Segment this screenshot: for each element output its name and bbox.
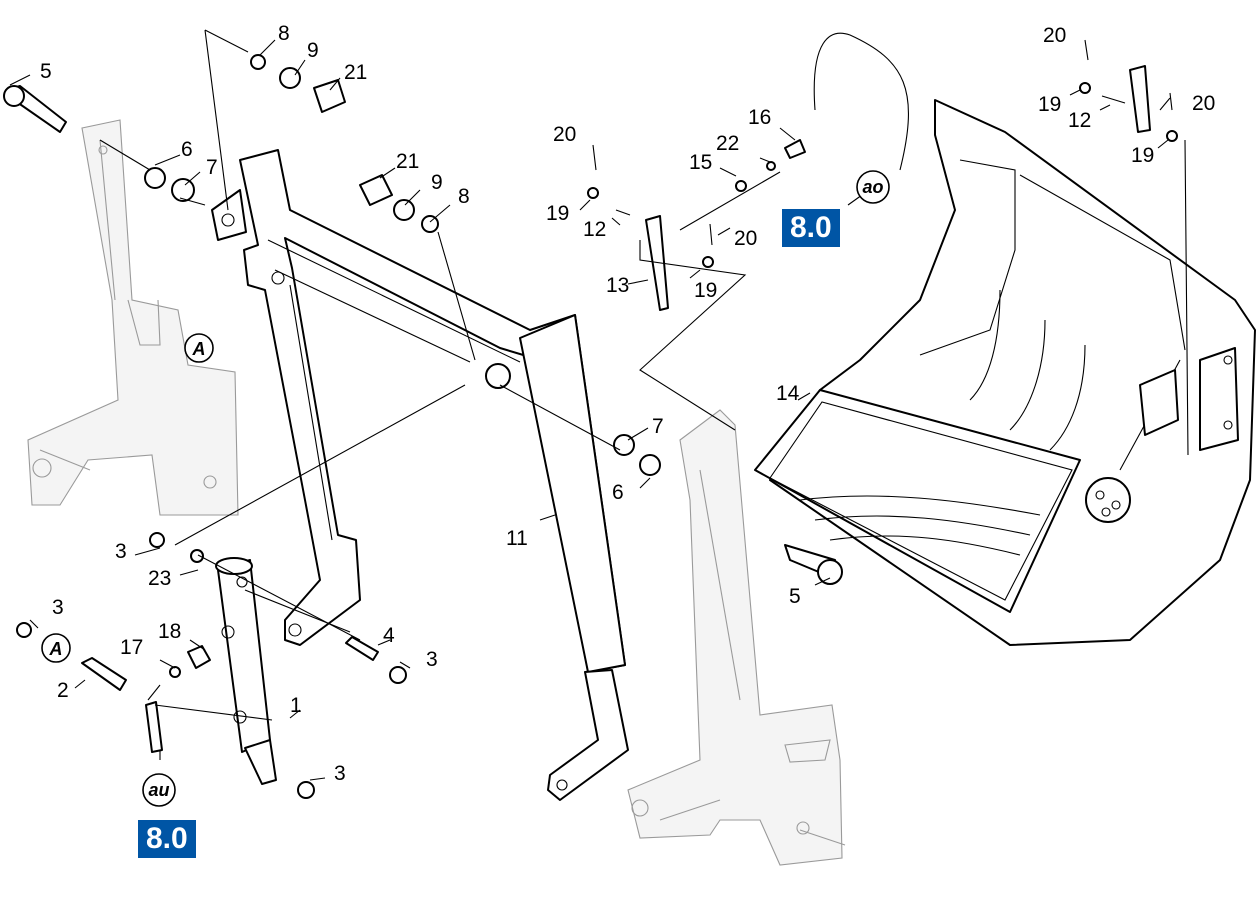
callout-labels: 1 2 3 3 3 3 4 5 5 6 6 7 7 8 8 9 9 11 12 … — [40, 22, 1215, 785]
lift-arm-frame — [211, 149, 629, 801]
circled-marker-ao: ao — [856, 170, 890, 204]
callout-21: 21 — [344, 61, 367, 84]
bucket — [754, 99, 1256, 646]
callout-3: 3 — [115, 540, 127, 563]
marker-text: ao — [862, 177, 883, 197]
marker-text: au — [148, 780, 169, 800]
callout-8: 8 — [458, 185, 470, 208]
callout-12: 12 — [583, 218, 606, 241]
circled-marker-a-top: A — [184, 333, 214, 363]
callout-5: 5 — [40, 60, 52, 83]
callout-2: 2 — [57, 679, 69, 702]
callout-20: 20 — [553, 123, 576, 146]
reference-box-top[interactable]: 8.0 — [782, 209, 840, 247]
hydraulic-cylinder — [215, 557, 277, 785]
callout-15: 15 — [689, 151, 712, 174]
callout-20: 20 — [1192, 92, 1215, 115]
frame-right-ghost — [627, 409, 846, 866]
callout-14: 14 — [776, 382, 800, 405]
callout-6: 6 — [181, 138, 193, 161]
reference-box-bottom[interactable]: 8.0 — [138, 820, 196, 858]
callout-20: 20 — [734, 227, 757, 250]
callout-9: 9 — [307, 39, 319, 62]
callout-23: 23 — [148, 567, 171, 590]
callout-3: 3 — [334, 762, 346, 785]
callout-19: 19 — [546, 202, 569, 225]
callout-9: 9 — [431, 171, 443, 194]
callout-20: 20 — [1043, 24, 1066, 47]
callout-11: 11 — [506, 527, 528, 550]
callout-7: 7 — [206, 156, 218, 179]
small-parts — [3, 32, 1178, 799]
callout-1: 1 — [290, 694, 302, 717]
callout-12: 12 — [1068, 109, 1091, 132]
callout-3: 3 — [426, 648, 438, 671]
circled-marker-a-bottom: A — [41, 633, 71, 663]
callout-22: 22 — [716, 132, 739, 155]
callout-19: 19 — [1038, 93, 1061, 116]
callout-19: 19 — [694, 279, 717, 302]
callout-8: 8 — [278, 22, 290, 45]
callout-7: 7 — [652, 415, 664, 438]
callout-13: 13 — [606, 274, 629, 297]
callout-21: 21 — [396, 150, 419, 173]
callout-17: 17 — [120, 636, 143, 659]
callout-4: 4 — [383, 624, 395, 647]
circled-marker-au: au — [142, 773, 176, 807]
callout-18: 18 — [158, 620, 181, 643]
marker-text: A — [49, 639, 63, 659]
frame-left-ghost — [27, 119, 239, 516]
callout-5: 5 — [789, 585, 801, 608]
callout-3: 3 — [52, 596, 64, 619]
callout-19: 19 — [1131, 144, 1154, 167]
leader-lines — [9, 29, 1189, 781]
callout-16: 16 — [748, 106, 771, 129]
callout-6: 6 — [612, 481, 624, 504]
marker-text: A — [192, 339, 206, 359]
